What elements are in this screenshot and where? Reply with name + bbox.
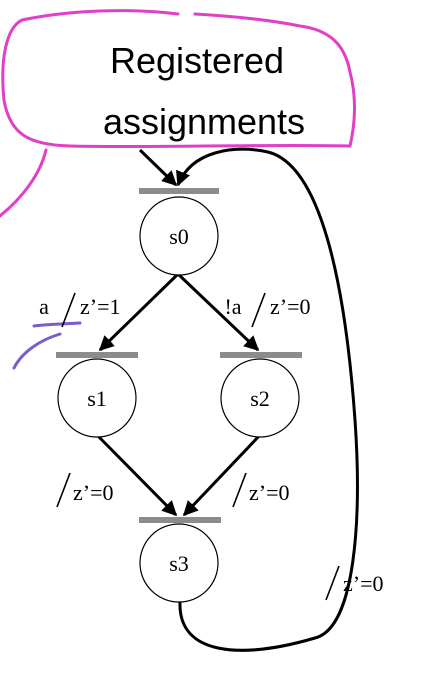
state-s2: s2 [220, 358, 300, 438]
state-s2-label: s2 [250, 386, 270, 411]
annotation-line-2: assignments [103, 101, 305, 142]
state-s0: s0 [139, 196, 219, 276]
label-s0-s2-condition: !a [224, 294, 241, 319]
transition-arrow-s0-to-s1 [98, 272, 180, 352]
transition-arc-s3-to-s0 [176, 147, 359, 652]
transition-arrow-s0-to-s2 [176, 272, 260, 352]
annotation-underline-stroke [32, 321, 82, 328]
transition-arrow-s2-to-s3 [182, 433, 262, 517]
annotation-pointer-stroke [0, 148, 48, 218]
slash-s2-s3 [232, 472, 247, 508]
annotation-line-1: Registered [110, 40, 284, 81]
register-bar-s2 [220, 352, 302, 358]
label-s2-s3-action: z’=0 [249, 480, 290, 505]
register-bar-s1 [56, 352, 138, 358]
state-s3-label: s3 [169, 551, 189, 576]
annotation-bubble-outline [1, 9, 356, 149]
label-s0-s2-action: z’=0 [270, 294, 311, 319]
transition-arrow-s1-to-s3 [95, 433, 178, 517]
state-s1-label: s1 [87, 386, 107, 411]
slash-s0-s1 [61, 292, 76, 328]
register-bar-s3 [139, 517, 221, 523]
state-s1: s1 [57, 358, 137, 438]
state-s0-label: s0 [169, 224, 189, 249]
label-s0-s1-condition: a [39, 294, 49, 319]
slash-s1-s3 [56, 472, 71, 508]
label-s3-s0-action: z’=0 [343, 571, 384, 596]
state-s3: s3 [139, 523, 219, 603]
label-s0-s1-action: z’=1 [80, 294, 121, 319]
annotation-curve-stroke [12, 332, 62, 370]
slash-s0-s2 [251, 292, 266, 328]
register-bar-s0 [139, 188, 219, 194]
slash-s3-s0 [325, 565, 340, 601]
entry-arrow [138, 148, 178, 187]
label-s1-s3-action: z’=0 [73, 480, 114, 505]
